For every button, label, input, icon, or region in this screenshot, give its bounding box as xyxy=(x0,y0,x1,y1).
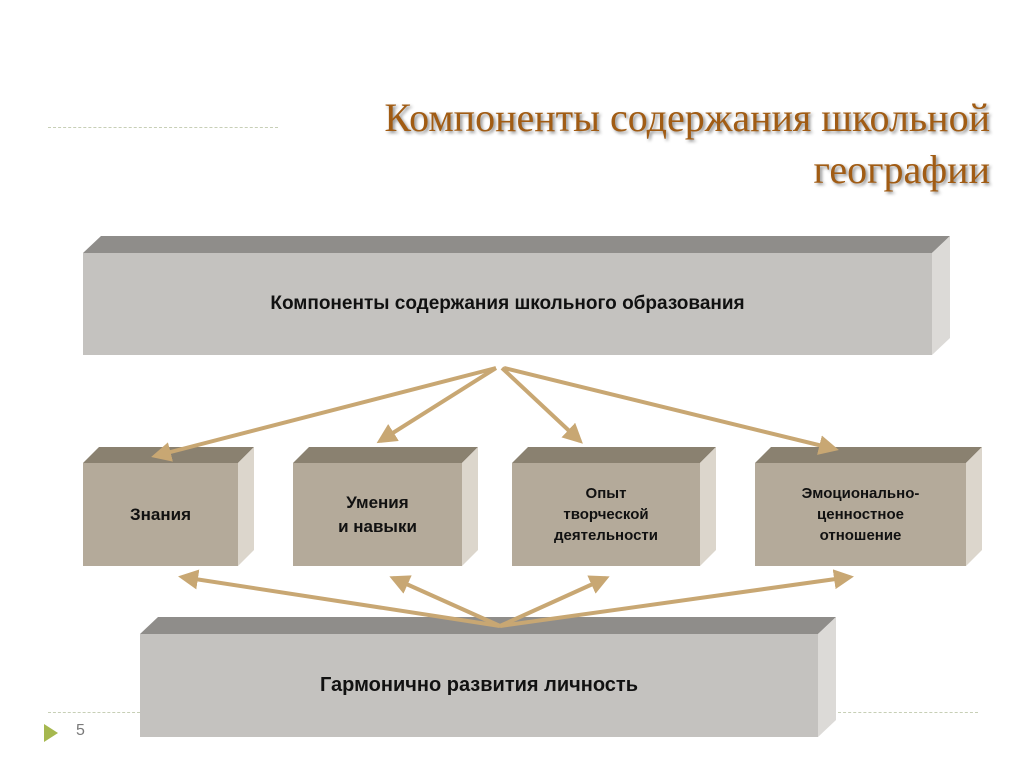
arrows-top xyxy=(151,366,839,462)
component-box-2-3d xyxy=(293,447,478,566)
top-box: Компоненты содержания школьного образова… xyxy=(83,253,932,355)
component-label-knowledge: Знания xyxy=(129,504,191,524)
component-box-knowledge: Знания xyxy=(83,463,238,566)
arrow-bottom-to-knowledge xyxy=(178,569,501,628)
arrow-bottom-to-experience xyxy=(499,575,610,628)
component-box-3-3d xyxy=(512,447,716,566)
component-box-4-3d xyxy=(755,447,982,566)
top-box-3d xyxy=(83,236,950,355)
arrow-top-to-experience xyxy=(500,366,583,444)
arrow-top-to-knowledge xyxy=(151,366,497,462)
arrow-bottom-to-skills xyxy=(389,575,501,628)
component-box-1-3d xyxy=(83,447,254,566)
component-box-skills: Умения и навыки xyxy=(293,463,462,566)
top-box-label: Компоненты содержания школьного образова… xyxy=(270,293,745,314)
component-box-attitude: Эмоционально- ценностное отношение xyxy=(755,463,966,566)
slide-title-line-2: географии xyxy=(813,147,990,192)
component-label-experience: Опыт творческой деятельности xyxy=(554,485,658,544)
arrow-top-to-attitude xyxy=(503,366,839,455)
title-divider xyxy=(48,127,278,128)
arrows-bottom xyxy=(178,569,854,628)
slide-title-line-1: Компоненты содержания школьной xyxy=(384,95,990,140)
triangle-bullet-icon xyxy=(44,724,58,742)
bottom-box: Гармонично развития личность xyxy=(140,634,818,737)
component-label-attitude: Эмоционально- ценностное отношение xyxy=(801,485,920,544)
footer-divider-right xyxy=(838,712,978,713)
slide-title: Компоненты содержания школьной географии xyxy=(190,92,990,196)
page-number: 5 xyxy=(76,722,85,739)
bottom-box-label: Гармонично развития личность xyxy=(319,674,639,696)
component-label-skills: Умения и навыки xyxy=(338,492,417,536)
arrow-top-to-skills xyxy=(376,366,498,444)
footer-divider-left xyxy=(48,712,140,713)
component-box-experience: Опыт творческой деятельности xyxy=(512,463,700,566)
arrow-bottom-to-attitude xyxy=(499,569,854,628)
